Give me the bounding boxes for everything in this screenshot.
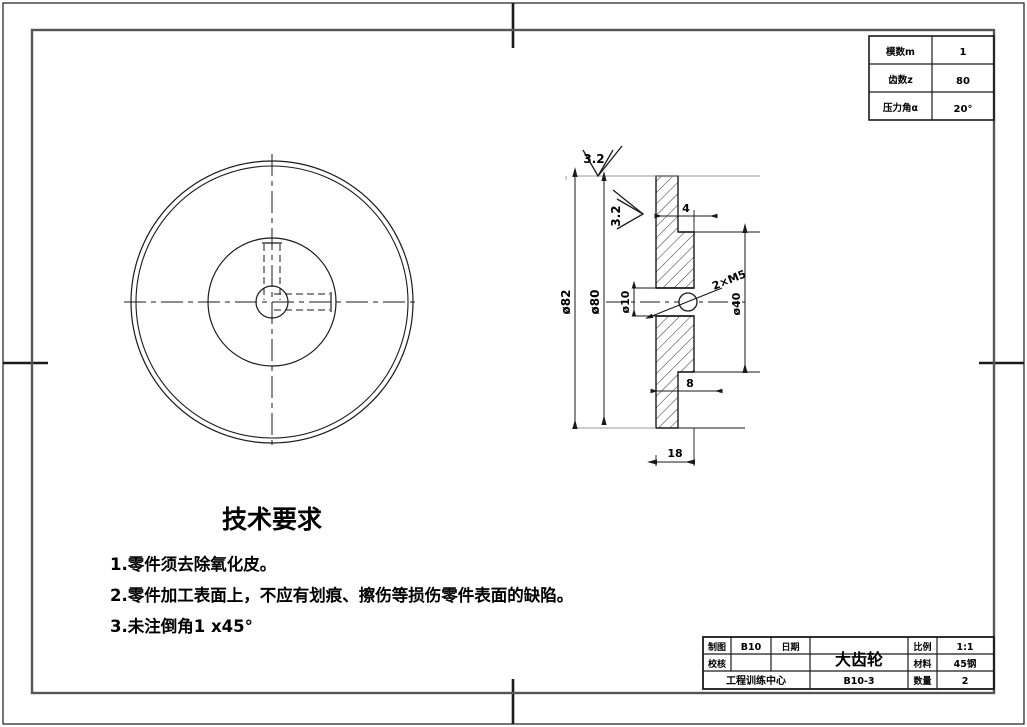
tb-drawn-label: 制图 [708, 641, 726, 653]
roughness-symbol-top: 3.2 [582, 145, 623, 178]
roughness-bore-text: 3.2 [609, 205, 623, 226]
front-hub-circle [207, 237, 337, 367]
tb-material-value: 45钢 [954, 658, 977, 670]
technical-requirements: 技术要求 1.零件须去除氧化皮。 2.零件加工表面上，不应有划痕、擦伤等损伤零件… [110, 505, 573, 636]
gear-row-1-value: 80 [956, 76, 970, 87]
centering-marks [3, 3, 1024, 724]
dim-d40: ø40 [730, 223, 748, 373]
front-outer-circle [130, 160, 414, 444]
tb-check-label: 校核 [708, 658, 726, 670]
tb-qty-label: 数量 [913, 675, 931, 687]
gear-row-0-label: 模数m [886, 46, 915, 58]
dim-w4-text: 4 [682, 202, 690, 215]
dim-w8-text: 8 [686, 377, 694, 390]
gear-parameter-table: 模数m 1 齿数z 80 压力角α 20° [868, 35, 995, 121]
tb-part-code: B10-3 [843, 676, 874, 687]
front-pitch-circle [135, 165, 409, 439]
dim-w4: 4 [654, 202, 718, 222]
front-view-centerlines [124, 154, 420, 450]
title-block: 制图 B10 日期 校核 工程训练中心 大齿轮 B10-3 比例 1:1 材料 … [702, 636, 995, 690]
dim-d82-text: ø82 [559, 290, 573, 315]
dim-d10-text: ø10 [619, 290, 632, 313]
tb-scale-label: 比例 [913, 641, 931, 653]
tb-scale-value: 1:1 [956, 642, 973, 653]
section-view: ø82 ø80 ø10 ø40 4 [559, 145, 760, 466]
tb-drawn-value: B10 [741, 642, 762, 653]
roughness-top-text: 3.2 [583, 152, 604, 166]
dim-w18: 18 [647, 447, 695, 465]
tb-date-label: 日期 [781, 641, 799, 653]
tech-req-title: 技术要求 [222, 505, 322, 534]
dim-d40-text: ø40 [730, 292, 743, 315]
gear-row-2-label: 压力角α [883, 102, 919, 114]
front-bore-circle [255, 285, 289, 319]
dim-d10: ø10 [619, 280, 668, 317]
front-thread-ends [262, 242, 332, 312]
dim-w8: 8 [650, 377, 723, 394]
dim-d80: ø80 [588, 171, 607, 425]
dim-d80-text: ø80 [588, 290, 602, 315]
gear-row-0-value: 1 [960, 47, 967, 58]
section-recess-edges [678, 231, 694, 373]
dim-w18-text: 18 [667, 447, 682, 460]
roughness-symbol-bore: 3.2 [609, 189, 645, 230]
tb-material-label: 材料 [912, 658, 931, 670]
tech-req-item-1: 2.零件加工表面上，不应有划痕、擦伤等损伤零件表面的缺陷。 [110, 585, 573, 605]
front-hidden-threads [263, 244, 330, 311]
tb-qty-value: 2 [962, 676, 969, 687]
gear-row-1-label: 齿数z [888, 74, 913, 86]
front-circular-view [124, 154, 420, 450]
tech-req-item-0: 1.零件须去除氧化皮。 [110, 554, 276, 574]
gear-row-2-value: 20° [954, 104, 973, 115]
dim-d82: ø82 [559, 167, 578, 429]
tech-req-item-2: 3.未注倒角1 x45° [110, 616, 253, 636]
drawing-frame [30, 28, 996, 695]
tb-org: 工程训练中心 [726, 674, 786, 687]
tb-part-name: 大齿轮 [835, 650, 883, 669]
